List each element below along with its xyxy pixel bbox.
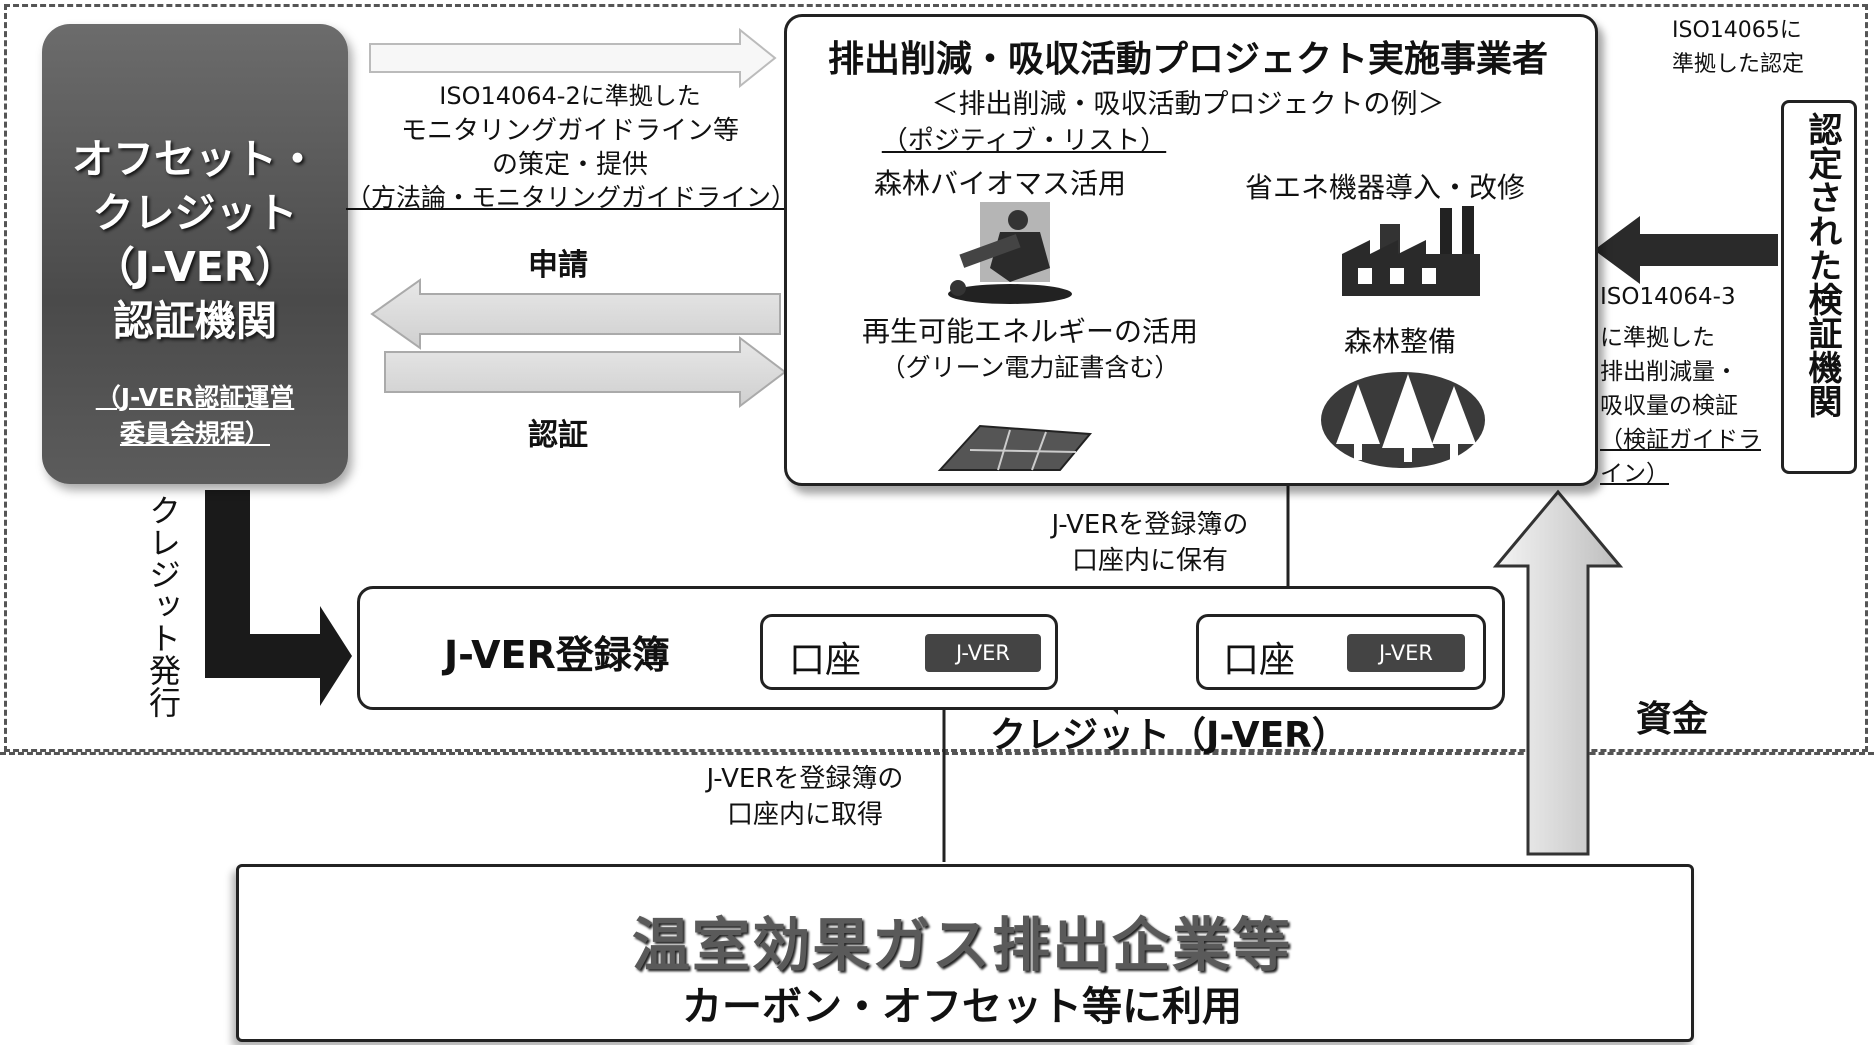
- verifier-note-4: （検証ガイドラ: [1600, 427, 1761, 453]
- application-arrow: [370, 278, 781, 350]
- verifier-note-5: イン）: [1600, 461, 1669, 487]
- acquire-note-line2: 口座内に取得: [726, 800, 883, 830]
- company-title: 温室効果ガス排出企業等: [631, 911, 1292, 979]
- iso14065-line2: 準拠した認定: [1672, 52, 1805, 77]
- guideline-note-line2: モニタリングガイドライン等: [400, 116, 739, 146]
- verifier-note-2: 排出削減量・: [1600, 359, 1738, 385]
- buyer-jver-tag: J-VER: [925, 634, 1041, 672]
- funds-label: 資金: [1636, 699, 1709, 740]
- hold-note-line2: 口座内に保有: [1071, 546, 1228, 576]
- guideline-arrow: [369, 27, 777, 89]
- seller-account-label: 口座: [1223, 640, 1296, 681]
- credit-flow-label: クレジット（J-VER）: [990, 715, 1348, 756]
- acquire-note-line1: J-VERを登録簿の: [706, 764, 904, 794]
- certifier-title: オフセット・ クレジット （J-VER） 認証機関: [72, 135, 318, 345]
- certifier-rule: （J-VER認証運営 委員会規程）: [95, 383, 295, 448]
- iso14065-line1: ISO14065に: [1672, 18, 1802, 43]
- certification-label: 認証: [528, 418, 588, 453]
- guideline-note-line1: ISO14064-2に準拠した: [439, 82, 701, 110]
- factory-icon: [1342, 206, 1480, 296]
- certifier-box: [42, 24, 348, 484]
- boundary-separator: [0, 752, 1874, 755]
- domestic-scheme-boundary: [4, 4, 1868, 752]
- application-label: 申請: [528, 248, 588, 283]
- guideline-note-line4: （方法論・モニタリングガイドライン）: [346, 183, 797, 212]
- solar-panel-icon: [937, 424, 1093, 471]
- example-energy-saving-label: 省エネ機器導入・改修: [1244, 171, 1525, 204]
- forest-icon: [1321, 372, 1485, 468]
- funds-arrow: [1492, 489, 1624, 856]
- positive-list-label: （ポジティブ・リスト）: [881, 126, 1167, 156]
- buyer-account-label: 口座: [789, 640, 862, 681]
- hold-note-line1: J-VERを登録簿の: [1051, 510, 1249, 540]
- seller-account: 口座 J-VER: [1196, 614, 1486, 690]
- project-title: 排出削減・吸収活動プロジェクト実施事業者: [827, 39, 1548, 80]
- project-subtitle: ＜排出削減・吸収活動プロジェクトの例＞: [931, 89, 1445, 120]
- guideline-note-line3: の策定・提供: [491, 150, 648, 180]
- buyer-account: 口座 J-VER: [760, 614, 1058, 690]
- verifier-title: 認定された検証機関: [1802, 112, 1842, 418]
- example-renewable-sub: （グリーン電力証書含む）: [880, 353, 1180, 382]
- certification-arrow: [384, 335, 787, 409]
- example-renewable-label: 再生可能エネルギーの活用: [861, 315, 1198, 348]
- credit-issue-arrow: [205, 490, 352, 706]
- verifier-note-0: ISO14064-3: [1600, 284, 1736, 310]
- credit-issue-label: クレジット発行: [144, 494, 182, 718]
- seller-jver-tag: J-VER: [1347, 634, 1465, 672]
- verifier-box: [1781, 100, 1857, 474]
- registry-title: J-VER登録簿: [444, 633, 670, 677]
- verification-arrow: [1594, 216, 1778, 284]
- verifier-note-1: に準拠した: [1600, 325, 1715, 351]
- chainsaw-worker-icon: [948, 202, 1072, 304]
- example-biomass-label: 森林バイオマス活用: [873, 167, 1126, 200]
- emitting-company-box: [236, 864, 1694, 1042]
- company-subtitle: カーボン・オフセット等に利用: [682, 984, 1242, 1030]
- example-forest-label: 森林整備: [1343, 325, 1456, 358]
- verifier-note-3: 吸収量の検証: [1600, 393, 1738, 419]
